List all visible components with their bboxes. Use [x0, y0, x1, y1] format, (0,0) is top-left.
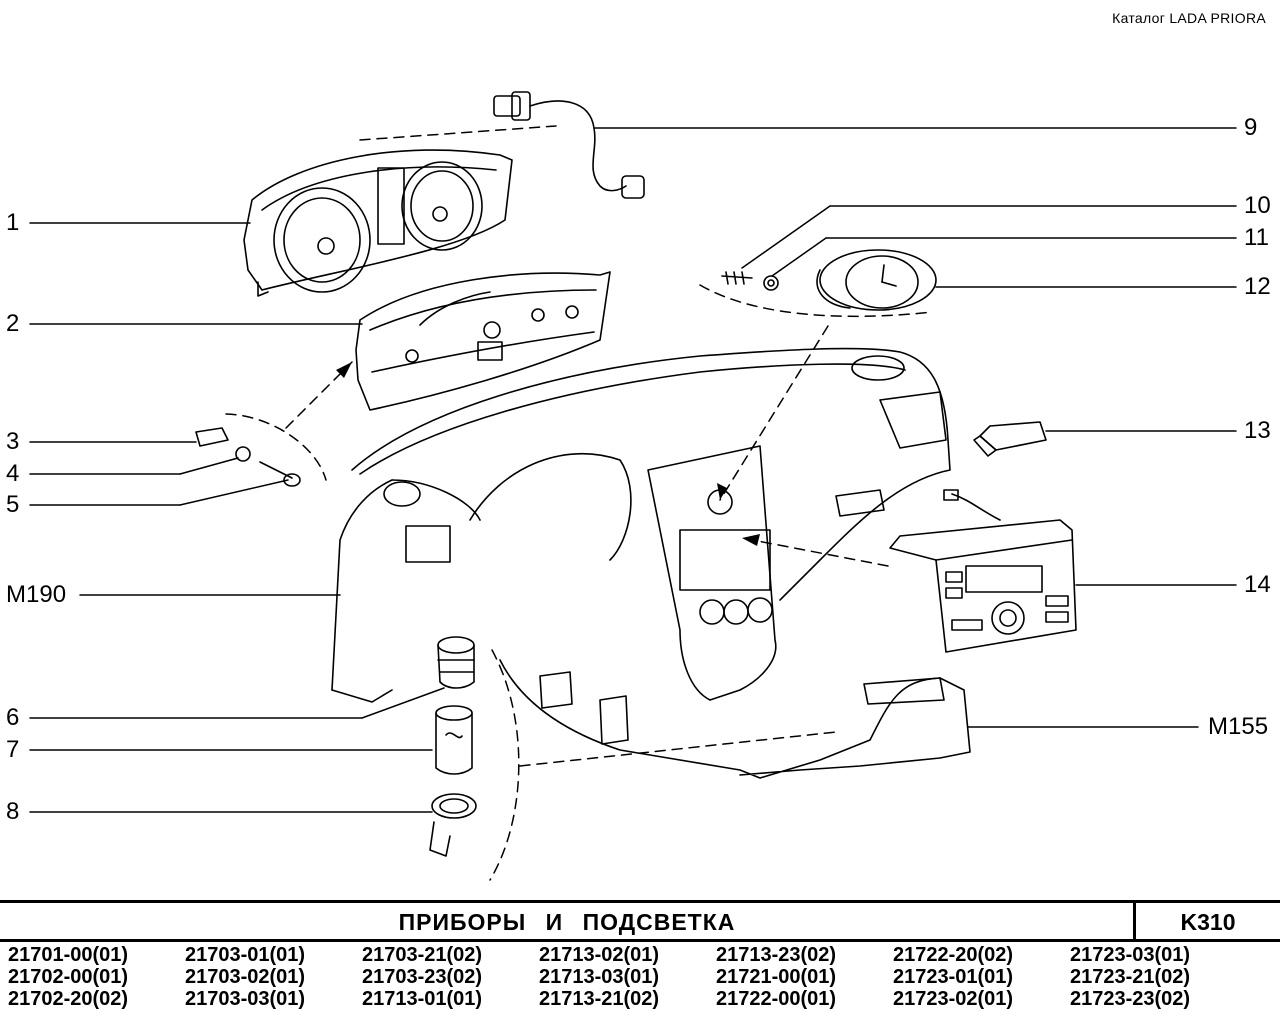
- section-title: ПРИБОРЫ И ПОДСВЕТКА: [398, 909, 736, 935]
- modification-code: 21713-03(01): [539, 966, 660, 988]
- modification-code: 21723-03(01): [1070, 944, 1191, 966]
- catalog-title: Каталог LADA PRIORA: [1112, 10, 1266, 26]
- modification-code: 21713-23(02): [716, 944, 837, 966]
- modification-code: 21702-20(02): [8, 988, 129, 1010]
- callout-11: 11: [1244, 224, 1269, 251]
- callout-3: 3: [6, 428, 20, 455]
- title-divider: [1133, 903, 1136, 939]
- footer: ПРИБОРЫ И ПОДСВЕТКА K310 21701-00(01) 21…: [0, 900, 1280, 1021]
- modifications-row: 21701-00(01) 21703-01(01) 21703-21(02) 2…: [0, 944, 1280, 966]
- modification-code: 21713-02(01): [539, 944, 660, 966]
- assembly-dashes: [225, 125, 933, 881]
- callout-12: 12: [1244, 273, 1271, 300]
- section-code: K310: [1180, 909, 1236, 935]
- switch-part: [973, 421, 1047, 457]
- modification-code: 21702-00(01): [8, 966, 129, 988]
- callout-5: 5: [6, 491, 20, 518]
- modification-code: 21703-23(02): [362, 966, 483, 988]
- instrument-cluster-front: [355, 271, 611, 411]
- callout-7: 7: [6, 736, 20, 763]
- modification-code: 21723-23(02): [1070, 988, 1191, 1010]
- modification-code: 21723-02(01): [893, 988, 1014, 1010]
- clock-assembly: [721, 249, 937, 311]
- modification-code: 21701-00(01): [8, 944, 129, 966]
- modification-code: 21722-20(02): [893, 944, 1014, 966]
- modification-code: 21713-01(01): [362, 988, 483, 1010]
- modification-code: 21703-21(02): [362, 944, 483, 966]
- modification-code: 21722-00(01): [716, 988, 837, 1010]
- modifications-list: 21701-00(01) 21703-01(01) 21703-21(02) 2…: [0, 944, 1280, 1010]
- fasteners: [195, 427, 301, 487]
- modification-code: 21703-02(01): [185, 966, 306, 988]
- callout-m190: M190: [6, 581, 67, 608]
- callout-6: 6: [6, 704, 20, 731]
- callout-10: 10: [1244, 192, 1271, 219]
- modification-code: 21703-03(01): [185, 988, 306, 1010]
- callout-4: 4: [6, 460, 20, 487]
- harness-cable: [493, 91, 645, 199]
- parts-drawing: [29, 91, 1237, 881]
- callout-13: 13: [1244, 417, 1271, 444]
- callout-9: 9: [1244, 114, 1258, 141]
- callout-8: 8: [6, 798, 20, 825]
- modifications-row: 21702-00(01) 21703-02(01) 21703-23(02) 2…: [0, 966, 1280, 988]
- instrument-cluster-rear: [243, 149, 513, 297]
- instrument-panel: [331, 347, 971, 779]
- modification-code: 21713-21(02): [539, 988, 660, 1010]
- title-bar: ПРИБОРЫ И ПОДСВЕТКА K310: [0, 900, 1280, 942]
- modification-code: 21723-01(01): [893, 966, 1014, 988]
- leader-lines: [29, 127, 1237, 813]
- modification-code: 21723-21(02): [1070, 966, 1191, 988]
- callout-m155: M155: [1208, 713, 1269, 740]
- modification-code: 21703-01(01): [185, 944, 306, 966]
- arrow-heads: [336, 362, 760, 546]
- radio-unit: [889, 489, 1077, 653]
- cigarette-lighter: [429, 636, 477, 857]
- callout-1: 1: [6, 209, 20, 236]
- callout-2: 2: [6, 310, 20, 337]
- modification-code: 21721-00(01): [716, 966, 837, 988]
- modifications-row: 21702-20(02) 21703-03(01) 21713-01(01) 2…: [0, 988, 1280, 1010]
- callout-14: 14: [1244, 571, 1271, 598]
